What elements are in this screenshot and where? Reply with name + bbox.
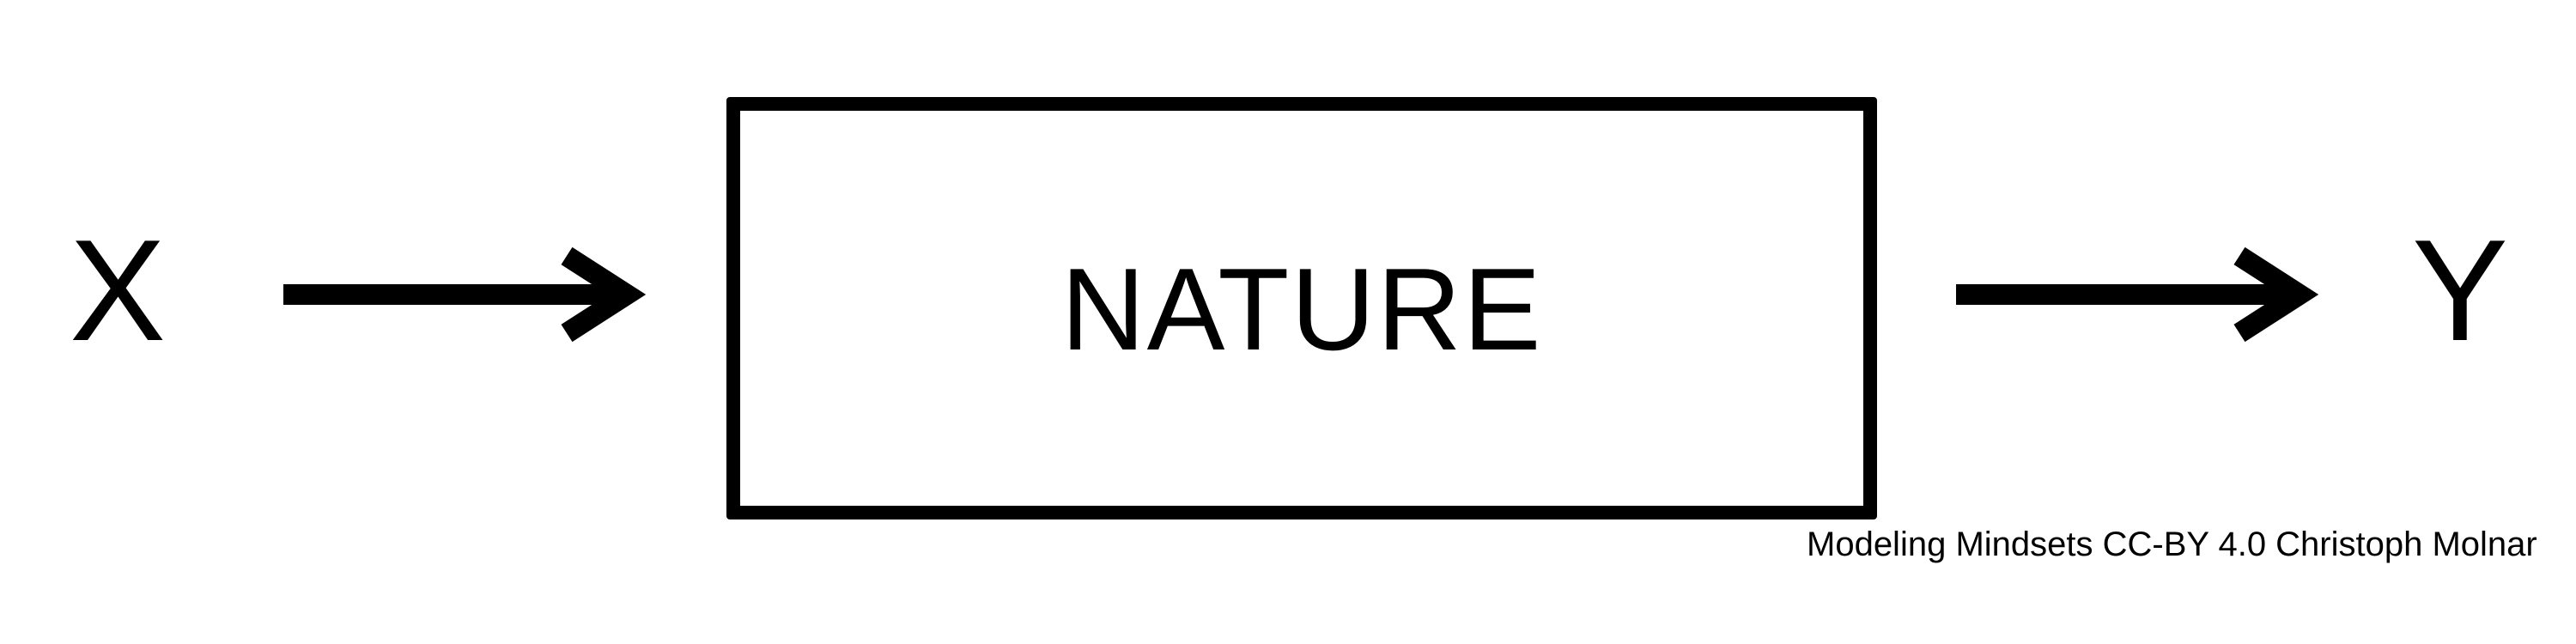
nature-box: NATURE: [726, 97, 1877, 519]
input-variable-label: X: [69, 210, 167, 371]
input-arrow-icon: [283, 246, 647, 343]
nature-label: NATURE: [1060, 244, 1543, 374]
output-arrow-icon: [1956, 246, 2319, 343]
output-variable-label: Y: [2411, 210, 2509, 371]
credit-text: Modeling Mindsets CC-BY 4.0 Christoph Mo…: [1807, 526, 2537, 563]
